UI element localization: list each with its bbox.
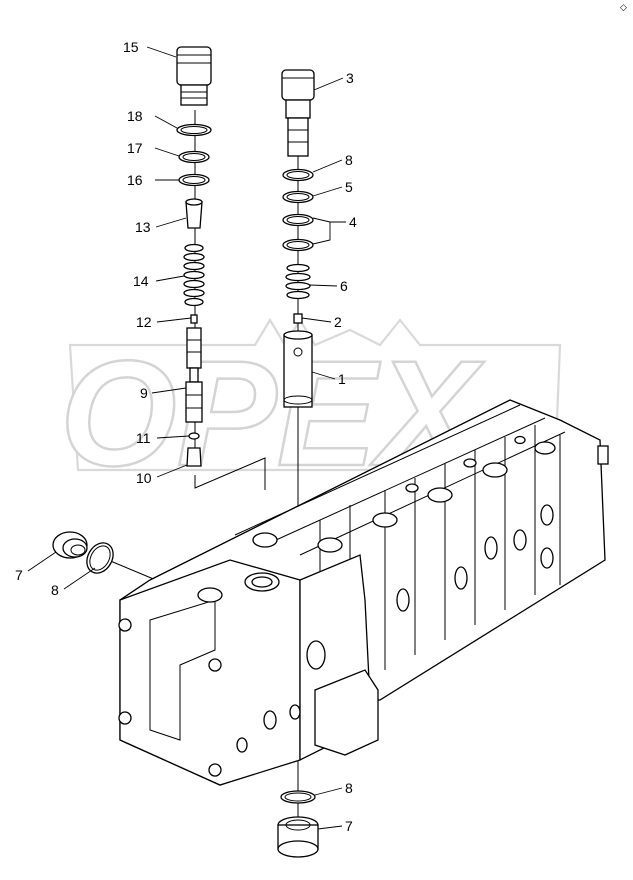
watermark-text: OPEX [60, 329, 485, 497]
o-ring-8-left [86, 542, 114, 574]
cap-3 [281, 69, 315, 157]
callout-8-left: 8 [51, 582, 59, 598]
callout-5: 5 [345, 179, 353, 195]
callout-17: 17 [127, 140, 143, 156]
ball-2 [293, 313, 303, 324]
callout-12: 12 [136, 314, 152, 330]
callout-2: 2 [334, 314, 342, 330]
callout-7-bottom: 7 [345, 818, 353, 834]
cup-13 [185, 201, 203, 229]
callout-15: 15 [123, 39, 139, 55]
cap-15 [176, 46, 212, 106]
ring-11 [188, 432, 200, 440]
callout-1: 1 [338, 371, 346, 387]
valve-body [118, 399, 609, 786]
leader-lines [27, 46, 346, 830]
callout-6: 6 [340, 278, 348, 294]
spring-6 [285, 263, 311, 300]
callout-4: 4 [349, 214, 357, 230]
callout-13: 13 [135, 219, 151, 235]
corner-mark: ◇ [620, 2, 627, 12]
left-stack [176, 46, 212, 467]
watermark: OPEX [59, 317, 562, 498]
spring-14 [183, 243, 205, 307]
callout-9: 9 [140, 385, 148, 401]
callout-labels: 15 18 17 16 13 14 12 9 11 10 3 8 5 4 6 2… [15, 39, 357, 834]
plug-7-left [52, 531, 88, 559]
callout-18: 18 [127, 108, 143, 124]
sleeve-1 [283, 330, 313, 408]
plug-7-bottom [277, 816, 319, 858]
callout-14: 14 [133, 273, 149, 289]
ball-12 [190, 314, 198, 324]
callout-11: 11 [136, 430, 151, 446]
callout-7-left: 7 [15, 567, 23, 583]
right-stack [281, 69, 315, 408]
callout-3: 3 [346, 70, 354, 86]
callout-16: 16 [127, 172, 143, 188]
callout-10: 10 [136, 470, 152, 486]
callout-8-bottom: 8 [345, 780, 353, 796]
plug-10 [186, 447, 202, 467]
callout-8-top: 8 [345, 152, 353, 168]
spool-9 [185, 327, 203, 423]
